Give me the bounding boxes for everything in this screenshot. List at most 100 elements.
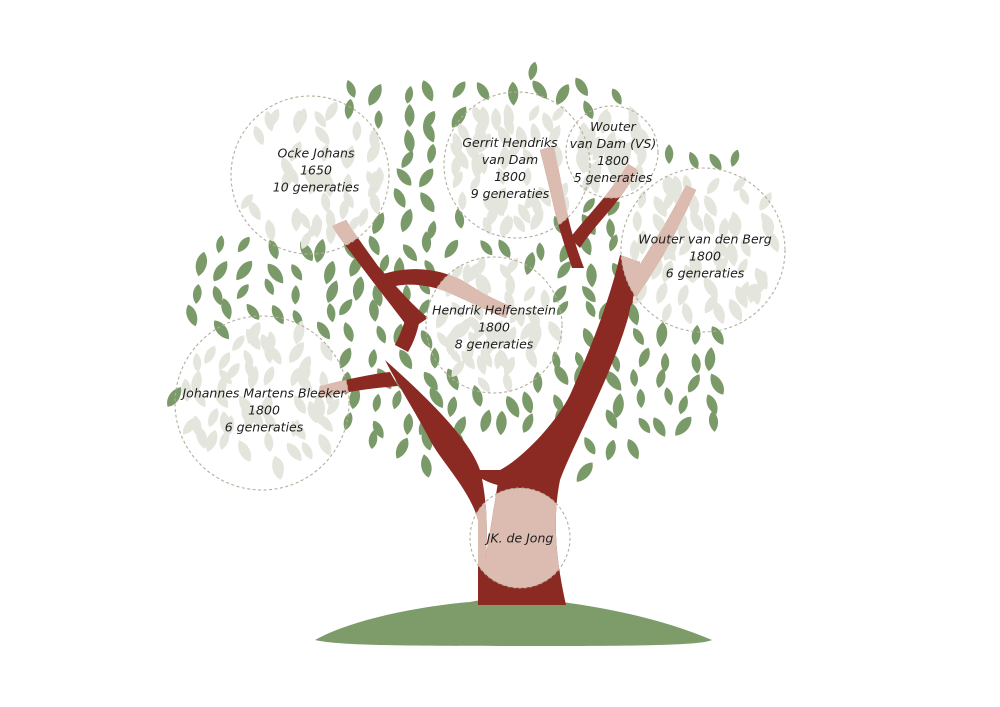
leaf-icon [267, 263, 284, 284]
leaf-icon [730, 149, 740, 167]
leaf-icon [421, 454, 432, 478]
leaf-icon [632, 210, 642, 232]
leaf-icon [691, 353, 701, 374]
leaf-icon [507, 142, 521, 159]
leaf-icon [423, 371, 438, 391]
leaf-icon [452, 264, 463, 280]
leaf-icon [520, 321, 536, 341]
leaf-icon [540, 289, 550, 311]
leaf-icon [506, 326, 517, 346]
leaf-icon [497, 167, 506, 185]
leaf-icon [472, 385, 483, 407]
leaf-icon [451, 301, 463, 318]
leaf-icon [711, 326, 724, 345]
leaf-icon [395, 437, 409, 459]
leaf-icon [298, 108, 307, 127]
leaf-icon [585, 300, 596, 318]
leaf-icon [637, 230, 648, 255]
leaf-icon [291, 421, 306, 440]
leaf-icon [575, 77, 588, 97]
leaf-icon [687, 374, 700, 393]
leaf-icon [370, 171, 379, 191]
leaf-icon [499, 145, 510, 171]
leaf-icon [447, 396, 458, 418]
leaf-icon [704, 294, 718, 314]
leaf-icon [713, 301, 725, 325]
leaf-icon [352, 120, 362, 142]
leaf-icon [253, 125, 265, 146]
node-name: Wouter [590, 119, 636, 134]
leaf-icon [300, 212, 311, 230]
leaf-icon [291, 207, 302, 232]
leaf-icon [218, 352, 231, 371]
leaf-icon [304, 169, 320, 188]
leaf-icon [528, 61, 538, 81]
leaf-icon [213, 260, 228, 282]
leaf-icon [243, 349, 254, 367]
leaf-icon [423, 121, 435, 143]
leaf-icon [737, 258, 748, 276]
leaf-icon [191, 370, 202, 394]
leaf-icon [264, 412, 277, 432]
leaf-icon [586, 263, 597, 288]
leaf-icon [236, 284, 249, 300]
leaf-icon [662, 260, 674, 283]
leaf-icon [477, 377, 490, 393]
leaf-icon [264, 343, 274, 364]
leaf-icon [549, 124, 561, 145]
leaf-icon [291, 264, 303, 281]
leaf-icon [740, 239, 751, 257]
leaf-icon [524, 252, 536, 276]
leaf-icon [552, 106, 565, 121]
leaf-icon [588, 136, 601, 156]
leaf-icon [524, 189, 540, 210]
leaf-icon [505, 274, 516, 297]
leaf-icon [316, 321, 331, 340]
leaf-icon [477, 152, 488, 175]
leaf-icon [609, 135, 619, 155]
leaf-icon [181, 378, 192, 402]
leaf-icon [212, 285, 223, 306]
ground-hill [315, 596, 712, 646]
leaf-icon [631, 132, 641, 155]
leaf-icon [583, 100, 594, 119]
leaf-icon [239, 395, 254, 417]
leaf-icon [352, 276, 365, 301]
label-wouter-van-den-berg: Wouter van den Berg 1800 6 generaties [638, 231, 771, 282]
leaf-icon [557, 261, 571, 279]
leaf-icon [244, 360, 256, 380]
leaf-icon [468, 316, 482, 334]
leaf-icon [400, 208, 413, 233]
leaf-icon [315, 126, 330, 145]
leaf-icon [706, 394, 718, 415]
leaf-icon [263, 366, 275, 386]
leaf-icon [523, 286, 536, 302]
leaf-icon [372, 212, 385, 235]
node-name: Gerrit Hendriks [462, 135, 558, 150]
leaf-icon [195, 251, 208, 277]
leaf-icon [421, 231, 432, 253]
leaf-icon [683, 264, 695, 284]
node-year: 1800 [478, 319, 510, 335]
leaf-icon [498, 239, 511, 258]
leaf-icon [246, 303, 260, 320]
leaf-icon [739, 187, 750, 205]
leaf-icon [605, 439, 616, 461]
leaf-icon [689, 151, 699, 169]
leaf-icon [691, 324, 701, 345]
leaf-icon [506, 395, 520, 418]
leaf-icon [497, 125, 512, 148]
leaf-icon [293, 320, 305, 345]
leaf-icon [663, 191, 674, 211]
leaf-icon [393, 187, 406, 208]
trunk-highlight [566, 146, 658, 198]
leaf-icon [480, 240, 493, 256]
leaf-icon [216, 235, 225, 254]
node-generations: 10 generaties [272, 179, 360, 195]
leaf-icon [429, 388, 444, 408]
leaf-icon [404, 129, 415, 153]
leaf-icon [420, 330, 433, 349]
leaf-icon [607, 201, 620, 216]
leaf-icon [204, 345, 216, 364]
leaf-icon [704, 195, 717, 217]
